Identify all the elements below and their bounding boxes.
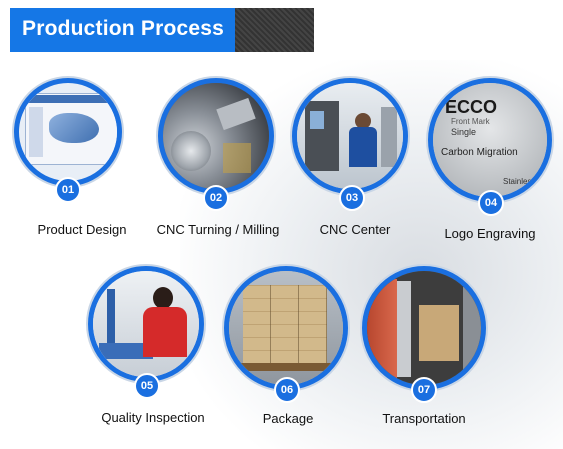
lathe-chuck bbox=[171, 131, 211, 171]
photo-cnc-center bbox=[292, 78, 408, 194]
engraved-logo: ECCO bbox=[445, 97, 498, 117]
inspector-body bbox=[143, 307, 187, 357]
step-label: Transportation bbox=[382, 411, 466, 426]
container-door bbox=[367, 279, 397, 379]
step-label: CNC Center bbox=[319, 222, 391, 237]
engraved-text: Front Mark bbox=[451, 117, 490, 126]
height-gauge bbox=[107, 289, 115, 349]
inspection-table bbox=[99, 343, 153, 359]
section-header: Production Process bbox=[10, 8, 314, 52]
step-number-badge: 06 bbox=[274, 377, 300, 403]
cad-sidebar bbox=[29, 107, 43, 157]
step-label: CNC Turning / Milling bbox=[156, 222, 280, 237]
photo-package bbox=[224, 266, 348, 390]
step-label: Product Design bbox=[37, 222, 127, 237]
step-label: Logo Engraving bbox=[444, 226, 536, 241]
step-label: Quality Inspection bbox=[101, 410, 205, 425]
step-number-badge: 03 bbox=[339, 185, 365, 211]
engraved-text: Stainless bbox=[503, 177, 536, 186]
header-blue-block: Production Process bbox=[10, 8, 235, 52]
machine-panel bbox=[381, 107, 397, 167]
pallet bbox=[239, 363, 331, 371]
photo-cnc-turning bbox=[158, 78, 274, 194]
step-number-badge: 02 bbox=[203, 185, 229, 211]
cad-model bbox=[49, 113, 99, 143]
photo-quality-inspection bbox=[88, 266, 204, 382]
worker-body bbox=[349, 127, 377, 167]
step-number-badge: 05 bbox=[134, 373, 160, 399]
metal-plate bbox=[433, 83, 547, 197]
inspector-head bbox=[153, 287, 173, 309]
step-number-badge: 04 bbox=[478, 190, 504, 216]
cad-toolbar bbox=[27, 95, 115, 103]
page-title: Production Process bbox=[22, 17, 224, 40]
container-frame bbox=[397, 281, 411, 377]
photo-transportation bbox=[362, 266, 486, 390]
step-number-badge: 01 bbox=[55, 177, 81, 203]
photo-logo-engraving: ECCO Front Mark Single Carbon Migration … bbox=[428, 78, 552, 202]
engraved-text: Single bbox=[451, 127, 477, 137]
machine-screen bbox=[310, 111, 324, 129]
loaded-cartons bbox=[419, 305, 459, 361]
carton-seams bbox=[243, 285, 327, 363]
step-number-badge: 07 bbox=[411, 377, 437, 403]
step-label: Package bbox=[262, 411, 314, 426]
engraved-text: Carbon Migration bbox=[441, 147, 518, 158]
coolant-glow bbox=[223, 143, 251, 173]
worker-head bbox=[355, 113, 371, 129]
photo-product-design bbox=[14, 78, 122, 186]
container-wall bbox=[463, 287, 481, 377]
